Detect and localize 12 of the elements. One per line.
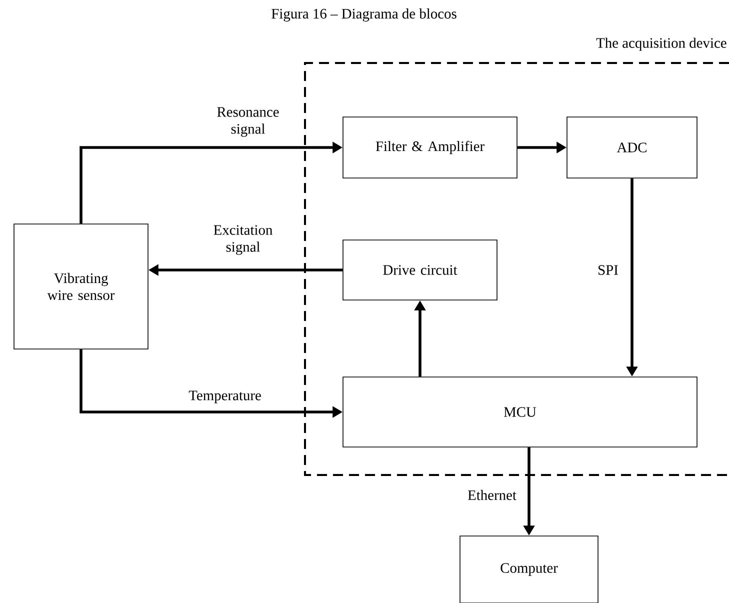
edge-label: Ethernet	[468, 490, 516, 500]
edge-label: Excitation signal	[214, 225, 272, 255]
block-box: Computer	[460, 536, 598, 603]
figure-title: Figura 16 – Diagrama de blocos	[272, 8, 456, 22]
edge-label: Temperature	[188, 390, 261, 404]
block-box: ADC	[566, 116, 698, 178]
block-box: Vibrating wire sensor	[14, 224, 148, 350]
block-box: Filter & Amplifier	[342, 116, 518, 178]
block-box: Drive circuit	[342, 240, 498, 300]
block-box: MCU	[342, 376, 698, 448]
edge-label: SPI	[598, 265, 618, 275]
edge-label: Resonance signal	[217, 107, 279, 137]
